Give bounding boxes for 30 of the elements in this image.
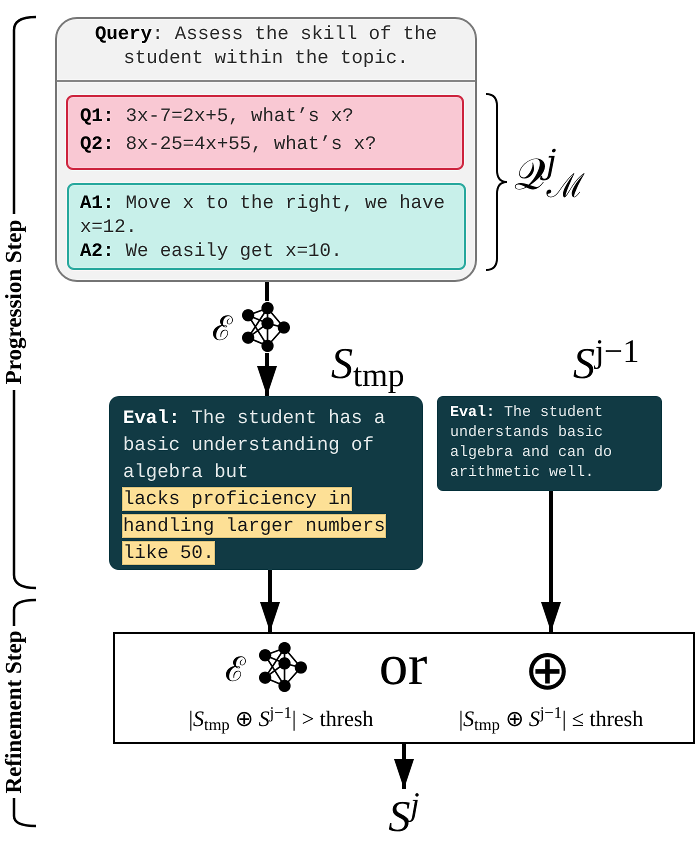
- evaluation-card: [437, 396, 662, 491]
- or-word: or: [379, 644, 428, 686]
- evaluation-text: Eval: The student has a basic understanding of algebra but: [123, 406, 386, 485]
- questions-card: [66, 95, 464, 170]
- evaluation-card: [109, 396, 423, 570]
- condition-formula: |S$_{tmp}$ ⊕ S$^{j−1}$| ≤ thresh: [458, 702, 644, 736]
- step-label: Progression Step: [1, 220, 27, 384]
- answer-text: A1: Move x to the right, we have x=12.: [80, 191, 446, 239]
- condition-formula: |S$_{tmp}$ ⊕ S$^{j−1}$| > thresh: [188, 702, 374, 736]
- answer-text: A2: We easily get x=10.: [80, 239, 344, 263]
- math-symbol: ⊕: [524, 646, 571, 696]
- query-text: Query: Assess the skill of the student within the topic.: [94, 22, 438, 70]
- math-symbol: ℰ: [212, 311, 233, 347]
- query-panel: [55, 17, 477, 282]
- math-symbol: ℰ: [225, 652, 246, 688]
- math-label: S$^{j−1}$: [573, 334, 640, 390]
- step-label: Refinement Step: [1, 630, 27, 794]
- question-text: Q1: 3x-7=2x+5, what’s x?: [80, 104, 355, 129]
- arrow: [394, 744, 414, 789]
- arrow: [257, 353, 277, 396]
- answers-card: [67, 183, 466, 270]
- connector-line: [265, 282, 269, 301]
- evaluation-text: Eval: The student understands basic algebra and can do arithmetic well.: [450, 403, 614, 483]
- refinement-panel: [113, 632, 695, 744]
- arrow: [541, 491, 561, 632]
- math-label: S$_{tmp}$: [331, 338, 404, 394]
- math-label: S$^{j}$: [388, 789, 420, 839]
- highlighted-text: lacks proficiency in handling larger numbers like 50.: [123, 487, 386, 566]
- question-text: Q2: 8x-25=4x+55, what’s x?: [80, 132, 378, 157]
- arrow: [260, 570, 280, 632]
